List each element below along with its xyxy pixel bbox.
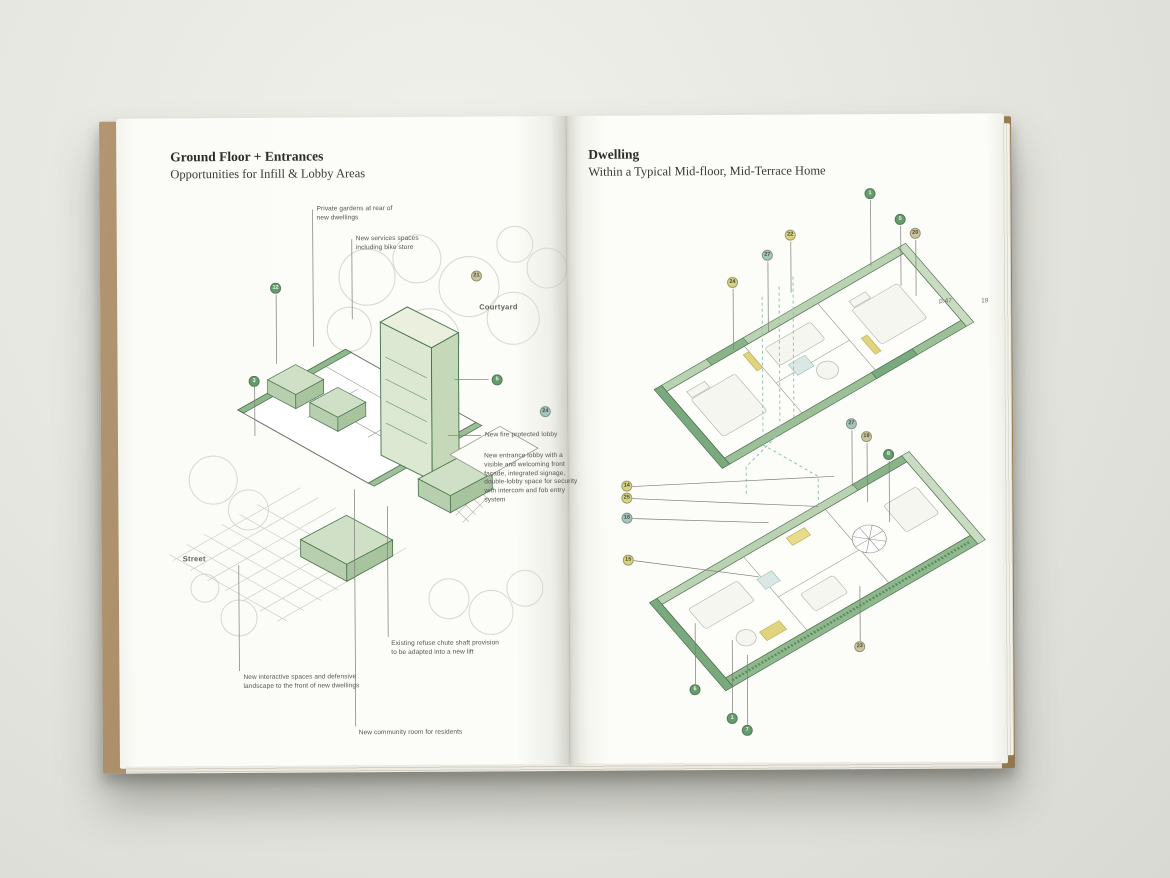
marker-6: 6 [689,684,701,696]
marker-14: 14 [621,480,633,492]
marker-5-upper: 5 [894,213,906,225]
right-page-subtitle: Within a Typical Mid-floor, Mid-Terrace … [588,162,826,179]
lower-dwelling-axonometric [648,451,986,692]
tree-sketches [188,225,568,637]
marker-8: 8 [883,448,895,461]
marker-12: 12 [270,282,282,294]
community-room-block [299,514,394,582]
left-page-title: Ground Floor + Entrances [170,148,324,165]
annotation-entrance-lobby: New entrance lobby with a visible and we… [484,451,578,504]
marker-25: 25 [621,492,633,504]
right-page-title: Dwelling [588,146,640,162]
page-reference-secondary: 19 [981,297,989,305]
marker-19: 19 [860,431,873,443]
spread-artwork [165,200,986,727]
rear-dwelling-boxes [266,364,367,432]
infill-tower [379,306,460,482]
entrance-court [449,425,539,477]
marker-21: 21 [470,270,483,282]
marker-27-mid: 27 [845,418,857,430]
marker-24-upper: 24 [727,276,739,288]
left-axonometric-drawing [165,209,568,727]
annotation-refuse-chute: Existing refuse chute shaft provision to… [391,639,500,656]
marker-5: 5 [491,374,503,386]
right-page-title-block: Dwelling Within a Typical Mid-floor, Mid… [588,144,825,180]
page-reference: p.47 [939,297,952,305]
marker-1-upper: 1 [864,188,876,200]
label-street: Street [182,554,206,564]
marker-27-upper: 27 [761,249,773,261]
annotation-community-room: New community room for residents [358,728,463,737]
upper-dwelling-axonometric [653,242,975,469]
marker-7: 7 [741,724,753,736]
left-page-title-block: Ground Floor + Entrances Opportunities f… [170,147,365,183]
annotation-fire-lobby: New fire protected lobby [484,431,558,439]
annotation-interactive-spaces: New interactive spaces and defensive lan… [243,673,360,690]
service-route-dashed-lines [745,276,819,505]
open-book-spread: Ground Floor + Entrances Opportunities f… [99,113,1016,774]
left-leader-lines [238,209,489,727]
marker-23: 23 [854,641,866,653]
annotation-services-spaces: New services spaces including bike store [355,234,419,252]
label-courtyard: Courtyard [479,302,518,312]
left-page-subtitle: Opportunities for Infill & Lobby Areas [170,165,366,181]
marker-24: 24 [539,406,551,418]
right-leader-lines [632,200,917,725]
marker-15: 15 [622,554,634,566]
marker-20: 20 [909,227,921,239]
spiral-stair [851,524,887,554]
marker-22: 22 [784,229,796,241]
marker-1-lower: 1 [726,712,738,724]
marker-16: 16 [621,512,633,524]
marker-3: 3 [248,375,260,387]
annotation-private-gardens: Private gardens at rear of new dwellings [316,205,393,222]
